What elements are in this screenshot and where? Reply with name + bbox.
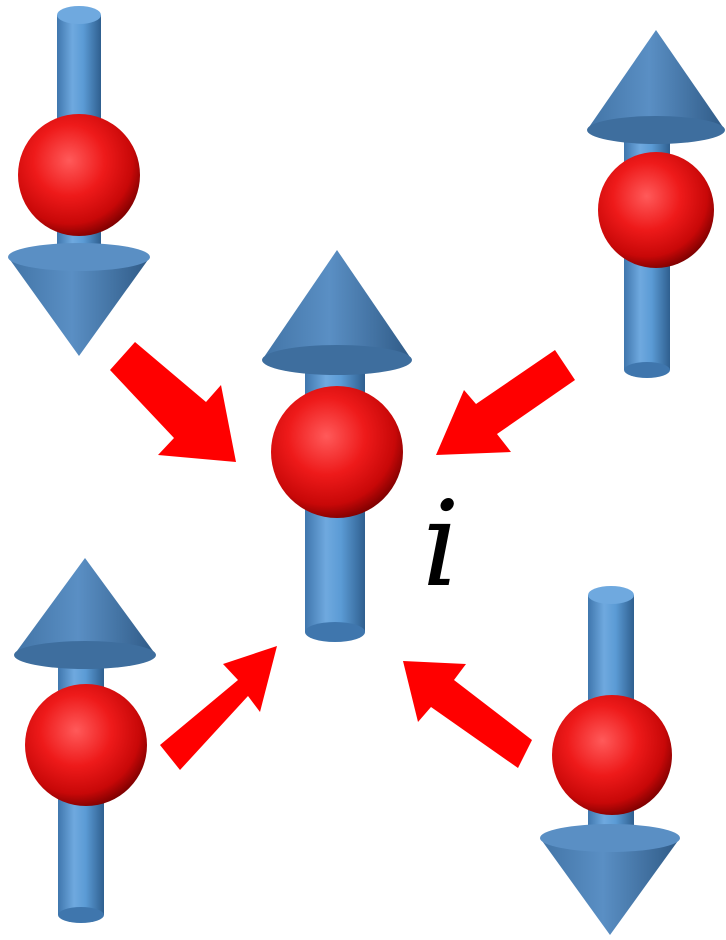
- spin-sphere: [598, 152, 714, 268]
- cone-base: [14, 641, 156, 669]
- interaction-arrow-bottom-left: [160, 646, 277, 770]
- spin-body-cap: [57, 6, 101, 24]
- arrow-up-icon: [14, 558, 156, 655]
- center-site-label: i: [422, 475, 460, 613]
- cone-base: [8, 243, 150, 271]
- interaction-arrow-bottom-right: [403, 661, 532, 768]
- spin-bottom-left-up: [14, 558, 156, 923]
- spin-body-cap: [58, 907, 104, 923]
- spin-sphere: [25, 684, 147, 806]
- spin-body-cap: [588, 586, 634, 604]
- spin-bottom-right-down: [540, 586, 680, 935]
- cone-base: [587, 116, 725, 144]
- spin-top-right-up: [587, 30, 725, 378]
- cone-base: [540, 824, 680, 852]
- spin-sphere: [552, 695, 672, 815]
- interaction-arrow-top-left: [110, 342, 236, 462]
- cone-base: [262, 345, 412, 375]
- spin-body-cap: [624, 362, 670, 378]
- spin-sphere: [271, 386, 403, 518]
- arrow-up-icon: [587, 30, 725, 130]
- spin-center-up: [262, 250, 412, 642]
- arrow-down-icon: [8, 257, 150, 356]
- spin-sphere: [18, 114, 140, 236]
- interaction-arrow-top-right: [436, 350, 575, 455]
- spin-top-left-down: [8, 6, 150, 356]
- spin-body-cap: [305, 622, 365, 642]
- arrow-down-icon: [540, 838, 680, 935]
- arrow-up-icon: [262, 250, 412, 360]
